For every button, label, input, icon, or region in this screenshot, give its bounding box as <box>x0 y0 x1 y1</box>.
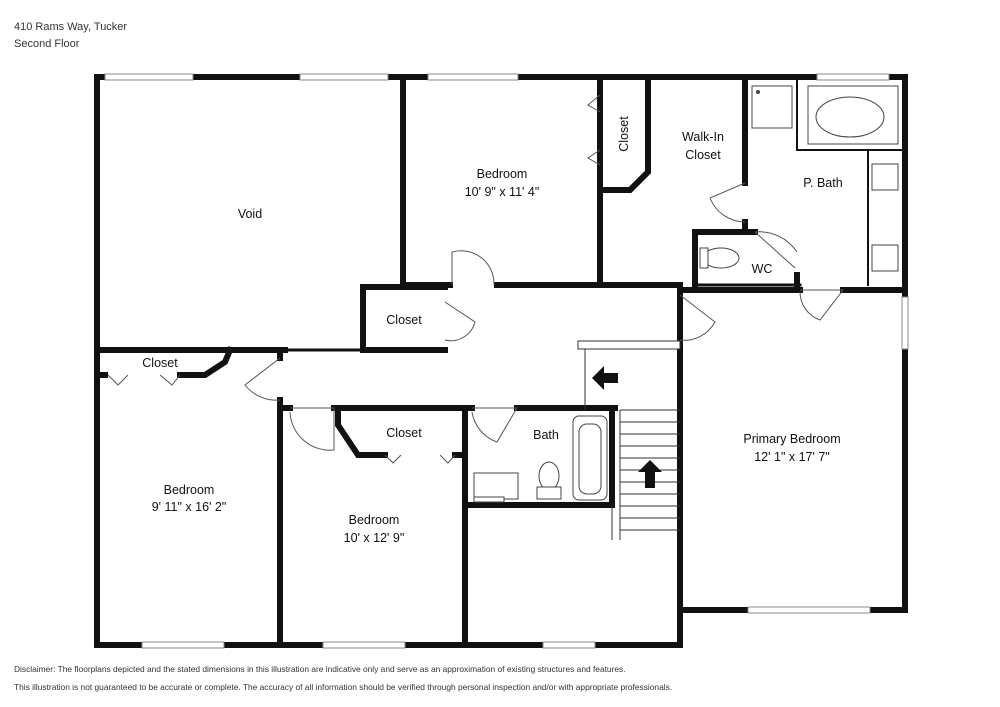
door-wc <box>754 231 798 269</box>
windows <box>104 73 909 649</box>
room-p-bath-label: P. Bath <box>803 176 842 190</box>
room-walkin-label-2: Closet <box>685 148 721 162</box>
room-bedroom-left-dims: 9' 11" x 16' 2" <box>152 500 227 514</box>
room-void-label: Void <box>238 207 262 221</box>
walls <box>94 74 908 648</box>
door-p-bath <box>799 289 845 321</box>
door-bedroom-mid <box>289 407 335 451</box>
floor-label: Second Floor <box>14 38 80 50</box>
room-bedroom-top-label: Bedroom <box>477 167 528 181</box>
sink-icon <box>473 472 519 500</box>
room-bedroom-mid-label: Bedroom <box>349 513 400 527</box>
toilet-icon <box>538 461 560 491</box>
room-bedroom-left-label: Bedroom <box>164 483 215 497</box>
room-primary-label: Primary Bedroom <box>743 432 840 446</box>
room-left-closet-label: Closet <box>142 356 178 370</box>
doors <box>107 94 845 464</box>
room-hall-closet-label: Closet <box>386 313 422 327</box>
door-bath <box>471 407 518 443</box>
room-bedroom-top-dims: 10' 9" x 11' 4" <box>465 185 540 199</box>
door-walkin <box>709 182 746 223</box>
sink-icon <box>871 244 899 272</box>
room-closet-top-label: Closet <box>617 116 631 152</box>
door-bedroom-top <box>451 250 495 286</box>
disclaimer-line-2: This illustration is not guaranteed to b… <box>14 682 673 692</box>
stair-arrow-left-icon <box>592 366 618 390</box>
room-bedroom-mid-dims: 10' x 12' 9" <box>344 531 405 545</box>
sink-icon <box>871 163 899 191</box>
door-primary <box>679 294 716 341</box>
door-hall-closet <box>444 301 476 342</box>
disclaimer-line-1: Disclaimer: The floorplans depicted and … <box>14 664 626 674</box>
room-wc-label: WC <box>752 262 773 276</box>
room-walkin-label-1: Walk-In <box>682 130 724 144</box>
address-text: 410 Rams Way, Tucker <box>14 21 128 33</box>
room-primary-dims: 12' 1" x 17' 7" <box>754 450 830 464</box>
door-bedroom-left <box>244 357 281 401</box>
room-mid-closet-label: Closet <box>386 426 422 440</box>
fixtures <box>473 85 899 503</box>
stair-arrow-up-icon <box>638 460 662 488</box>
room-bath-label: Bath <box>533 428 559 442</box>
